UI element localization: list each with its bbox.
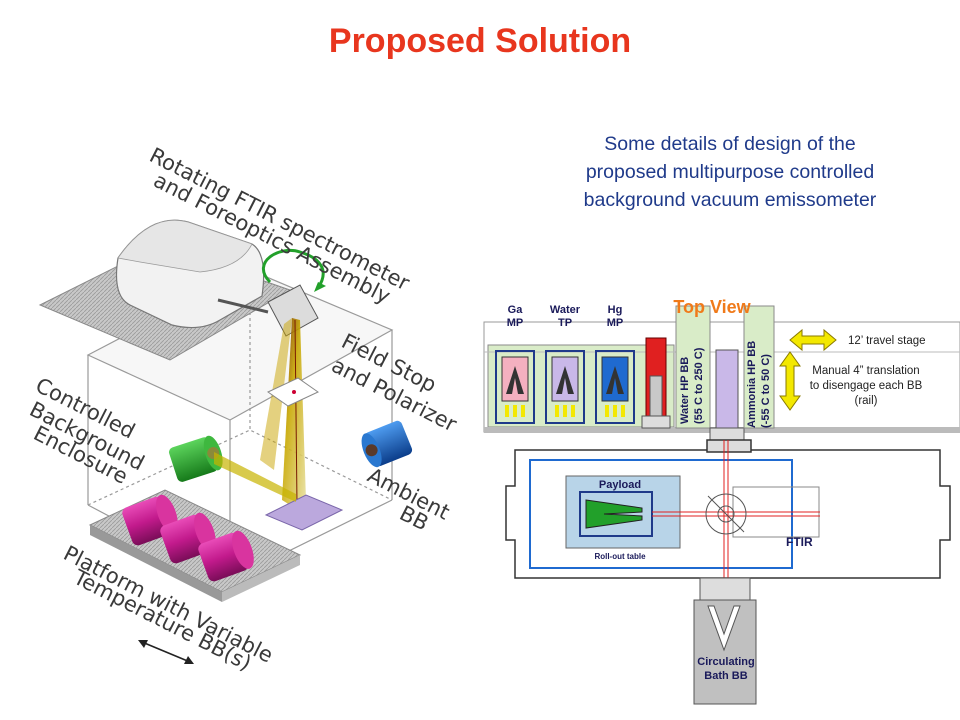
top-view-label: Top View xyxy=(673,297,751,317)
variable-temperature-bb-cylinders xyxy=(122,494,254,582)
rollout-table-label: Roll-out table xyxy=(594,552,646,561)
manual-translation-label-3: (rail) xyxy=(855,395,878,407)
rotation-mirror-icon xyxy=(705,493,747,535)
ga-label-1: Ga xyxy=(508,304,524,316)
circulating-bath-bb xyxy=(693,577,757,705)
water-label-2: TP xyxy=(558,317,572,329)
page-title: Proposed Solution xyxy=(328,22,632,60)
ga-label-2: MP xyxy=(507,317,524,329)
description-line-2: proposed multipurpose controlled xyxy=(585,161,875,183)
travel-stage-label: 12’ travel stage xyxy=(848,335,926,347)
fixed-point-cells xyxy=(495,350,635,424)
water-hp-label-1: Water HP BB xyxy=(679,357,691,424)
circulating-bath-label-1: Circulating xyxy=(697,656,754,668)
beam-path xyxy=(652,440,820,600)
diagram-description: Some details of design of the proposed m… xyxy=(535,130,925,214)
top-view-schematic: Top View Ga MP Water TP Hg MP Water HP B… xyxy=(483,297,960,705)
ammonia-label-1: Ammonia HP BB xyxy=(746,341,758,428)
ambient-bb xyxy=(361,420,413,468)
hg-label-2: MP xyxy=(607,317,624,329)
water-label-1: Water xyxy=(550,304,581,316)
description-line-3: background vacuum emissometer xyxy=(583,189,877,211)
manual-translation-label-2: to disengage each BB xyxy=(810,380,923,392)
hg-label-1: Hg xyxy=(608,304,623,316)
circulating-bath-label-2: Bath BB xyxy=(704,670,747,682)
ftir-label: FTIR xyxy=(786,535,813,549)
water-hp-label-2: (55 C to 250 C) xyxy=(693,347,705,424)
rotation-arrow-icon xyxy=(262,249,325,289)
translation-arrow-icon xyxy=(779,351,801,411)
vacuum-chamber xyxy=(505,439,951,579)
lower-mirror-plate xyxy=(264,494,344,531)
description-line-1: Some details of design of the xyxy=(604,133,856,155)
emissometer-iso-diagram: Rotating FTIR spectrometer and Foreoptic… xyxy=(26,143,461,675)
payload-label: Payload xyxy=(599,479,641,491)
heat-pipe-bbs xyxy=(641,305,775,443)
ammonia-label-2: (-55 C to 50 C) xyxy=(760,354,772,428)
manual-translation-label-1: Manual 4” translation xyxy=(812,365,919,377)
platform-translation-arrow-icon xyxy=(138,640,194,664)
ftir-spectrometer-assembly xyxy=(38,219,319,361)
travel-stage-arrow-icon xyxy=(789,328,837,352)
